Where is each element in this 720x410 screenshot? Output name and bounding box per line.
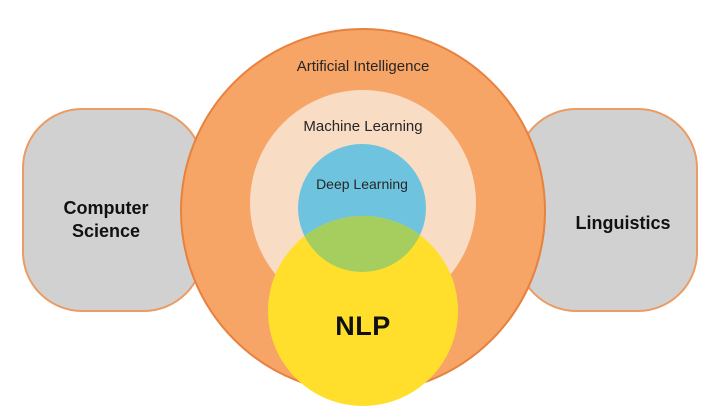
- nlp-circle: [268, 216, 458, 406]
- linguistics-shape: [516, 108, 698, 312]
- computer-science-shape: [22, 108, 204, 312]
